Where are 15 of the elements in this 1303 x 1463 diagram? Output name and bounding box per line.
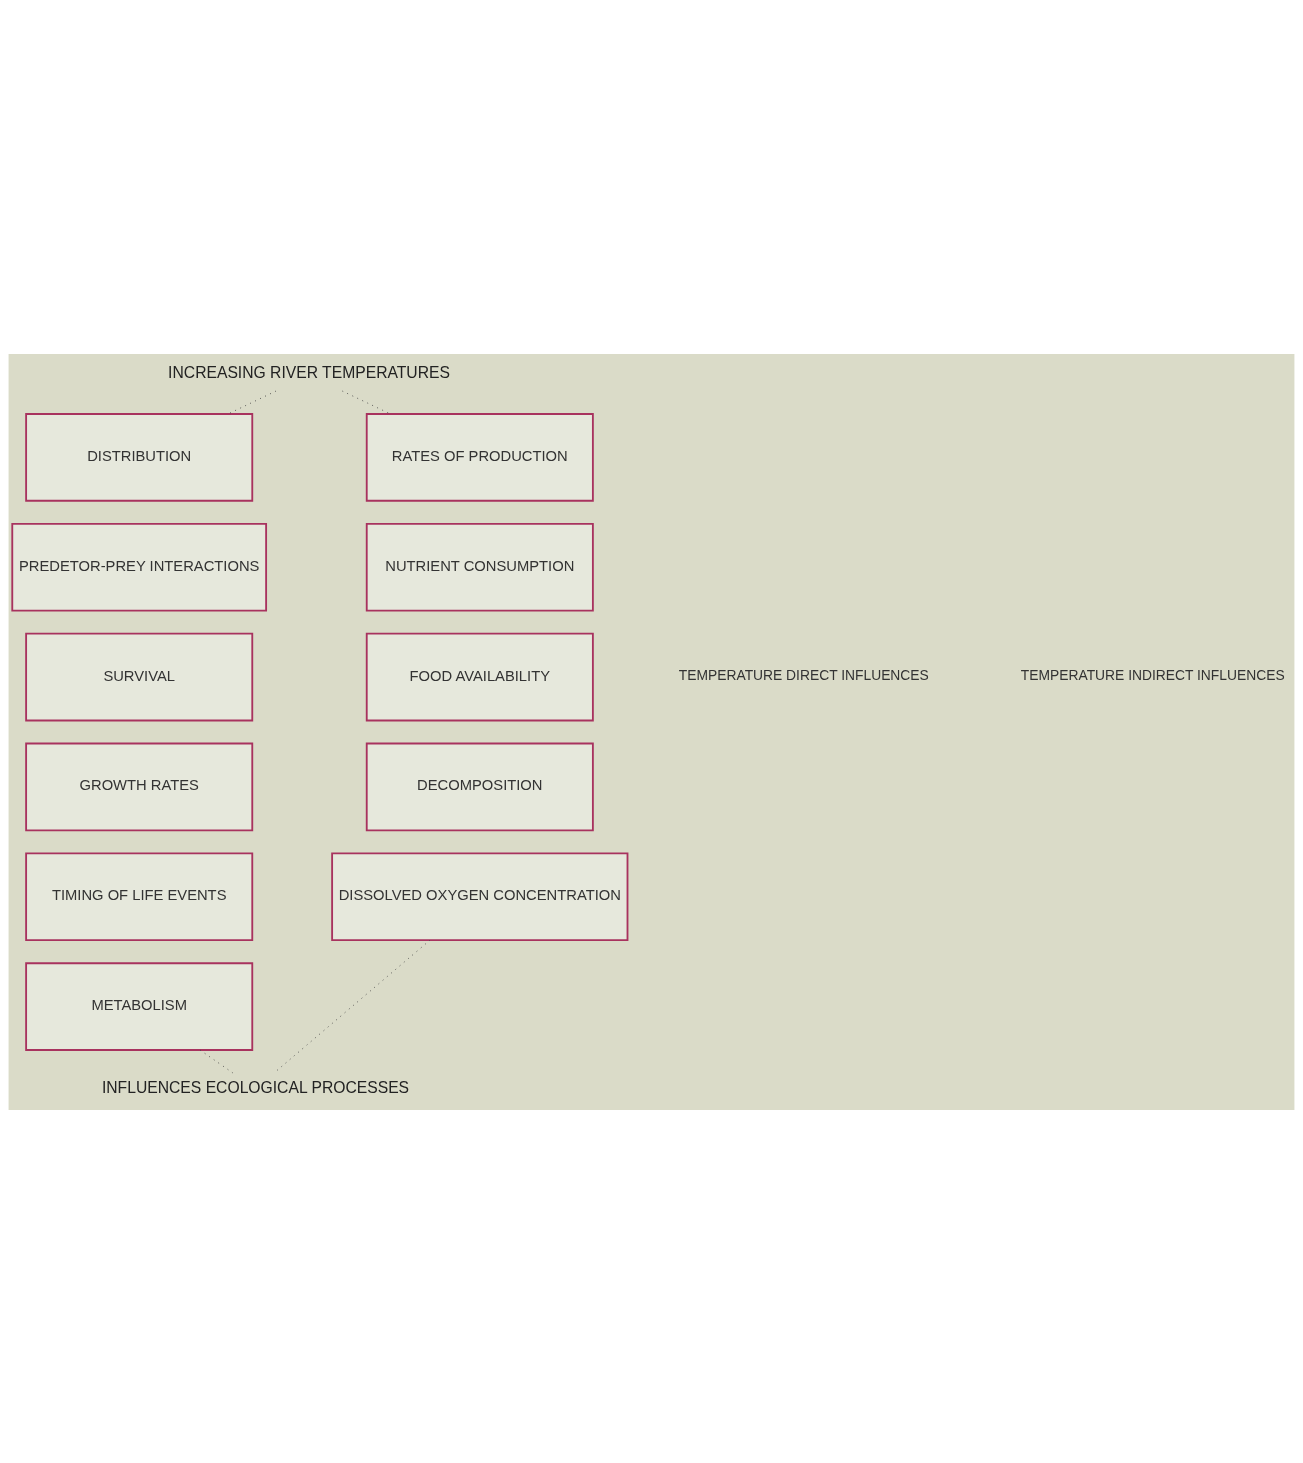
node-text: INCREASING RIVER TEMPERATURES <box>168 363 450 381</box>
node-box: METABOLISM <box>25 961 254 1051</box>
node-box: GROWTH RATES <box>25 742 254 831</box>
node-box: RATES OF PRODUCTION <box>365 412 594 502</box>
node-box: PREDETOR-PREY INTERACTIONS <box>11 522 268 612</box>
node-box: NUTRIENT CONSUMPTION <box>365 522 594 612</box>
node-text: INFLUENCES ECOLOGICAL PROCESSES <box>101 1078 410 1096</box>
node-box: TIMING OF LIFE EVENTS <box>25 851 254 941</box>
node-box: FOOD AVAILABILITY <box>365 632 594 721</box>
node-box: SURVIVAL <box>25 632 254 721</box>
label: TEMPERATURE DIRECT INFLUENCES <box>678 666 929 683</box>
node-box: DISSOLVED OXYGEN CONCENTRATION <box>331 851 629 941</box>
node-box: DISTRIBUTION <box>25 412 254 502</box>
node-box: DECOMPOSITION <box>365 742 594 831</box>
label: TEMPERATURE INDIRECT INFLUENCES <box>1020 666 1285 683</box>
